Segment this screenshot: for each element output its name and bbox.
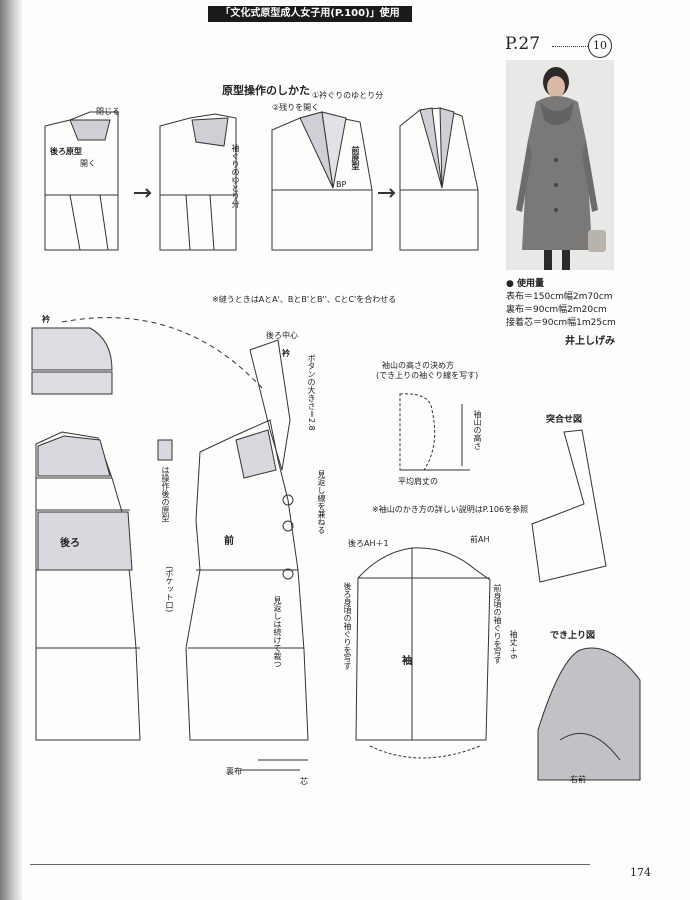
- label-pocket: (ポケット口): [165, 566, 174, 613]
- label-step1: ①衿ぐりのゆとり分: [312, 91, 384, 100]
- label-button-size: ボタンの大きさ＝2.8: [307, 354, 316, 431]
- materials-heading: ● 使用量: [506, 279, 544, 289]
- section-title: 原型操作のしかた: [222, 84, 310, 97]
- label-collar-2: 衿: [282, 349, 290, 358]
- label-bp: BP: [336, 180, 347, 189]
- label-sleeve-cap-height: 袖山の高さ: [473, 410, 482, 450]
- author-name: 井上しげみ: [565, 336, 615, 347]
- materials-line-interfacing: 接着芯＝90cm幅1m25cm: [506, 318, 616, 328]
- label-front: 前: [224, 536, 234, 547]
- footer-rule: [30, 864, 590, 865]
- label-after-op: は操作後の原型: [161, 466, 170, 522]
- label-sleeve-length: 袖丈＋6: [509, 630, 518, 660]
- label-front-sloper: 前原型: [351, 146, 360, 170]
- materials-line-lining: 裏布＝90cm幅2m20cm: [506, 305, 607, 315]
- sloper-banner: 「文化式原型成人女子用(P.100)」使用: [208, 6, 412, 22]
- label-front-ah: 前AH: [470, 535, 490, 544]
- label-sleeve: 袖: [402, 656, 412, 667]
- label-facing-line: 見返し線を兼ねる: [317, 470, 326, 534]
- materials-line-outer: 表布＝150cm幅2m70cm: [506, 292, 613, 302]
- materials-list: ● 使用量 表布＝150cm幅2m70cm 裏布＝90cm幅2m20cm 接着芯…: [506, 278, 666, 330]
- label-back-ah: 後ろAH＋1: [348, 539, 389, 548]
- label-match-title: 突合せ図: [546, 415, 583, 425]
- label-back-center: 後ろ中心: [266, 331, 298, 340]
- model-photo: [506, 60, 614, 270]
- label-open: 開く: [80, 159, 96, 168]
- page-reference: P.27: [505, 34, 541, 54]
- label-facing-cut: 見返しは続けて裁つ: [273, 596, 282, 668]
- label-front-body-copy: 前身頃の袖ぐりを写す: [493, 584, 502, 664]
- label-back-sloper: 後ろ原型: [50, 147, 82, 156]
- coat-model-illustration: [506, 60, 614, 270]
- label-back: 後ろ: [60, 538, 80, 549]
- label-interfacing: 芯: [300, 777, 308, 786]
- label-back-body-copy: 後ろ身頃の袖ぐりを写す: [343, 582, 352, 670]
- label-armhole-ease: 袖ぐりのゆとり分: [231, 144, 240, 208]
- page-number: 174: [630, 866, 651, 879]
- label-right-front: 右前: [570, 775, 586, 784]
- pattern-number-badge: 10: [588, 34, 612, 58]
- label-close: 閉じる: [96, 107, 120, 116]
- label-collar: 衿: [42, 315, 50, 324]
- label-finished-title: でき上り図: [550, 631, 596, 641]
- label-avg-shoulder: 平均肩丈の: [398, 477, 438, 486]
- label-sew-note: ※縫うときはAとA'、BとB'とB''、CとC'を合わせる: [212, 295, 397, 304]
- label-step2: ②残りを開く: [272, 103, 320, 112]
- label-sleeve-cap-sub: (でき上りの袖ぐり線を写す): [376, 371, 479, 380]
- label-lining: 裏布: [226, 767, 242, 776]
- book-spine-shadow: [0, 0, 22, 900]
- page-ref-leader: [552, 46, 588, 47]
- label-sleeve-note: ※袖山のかき方の詳しい説明はP.106を参照: [372, 505, 529, 514]
- label-sleeve-cap-title: 袖山の高さの決め方: [382, 361, 454, 370]
